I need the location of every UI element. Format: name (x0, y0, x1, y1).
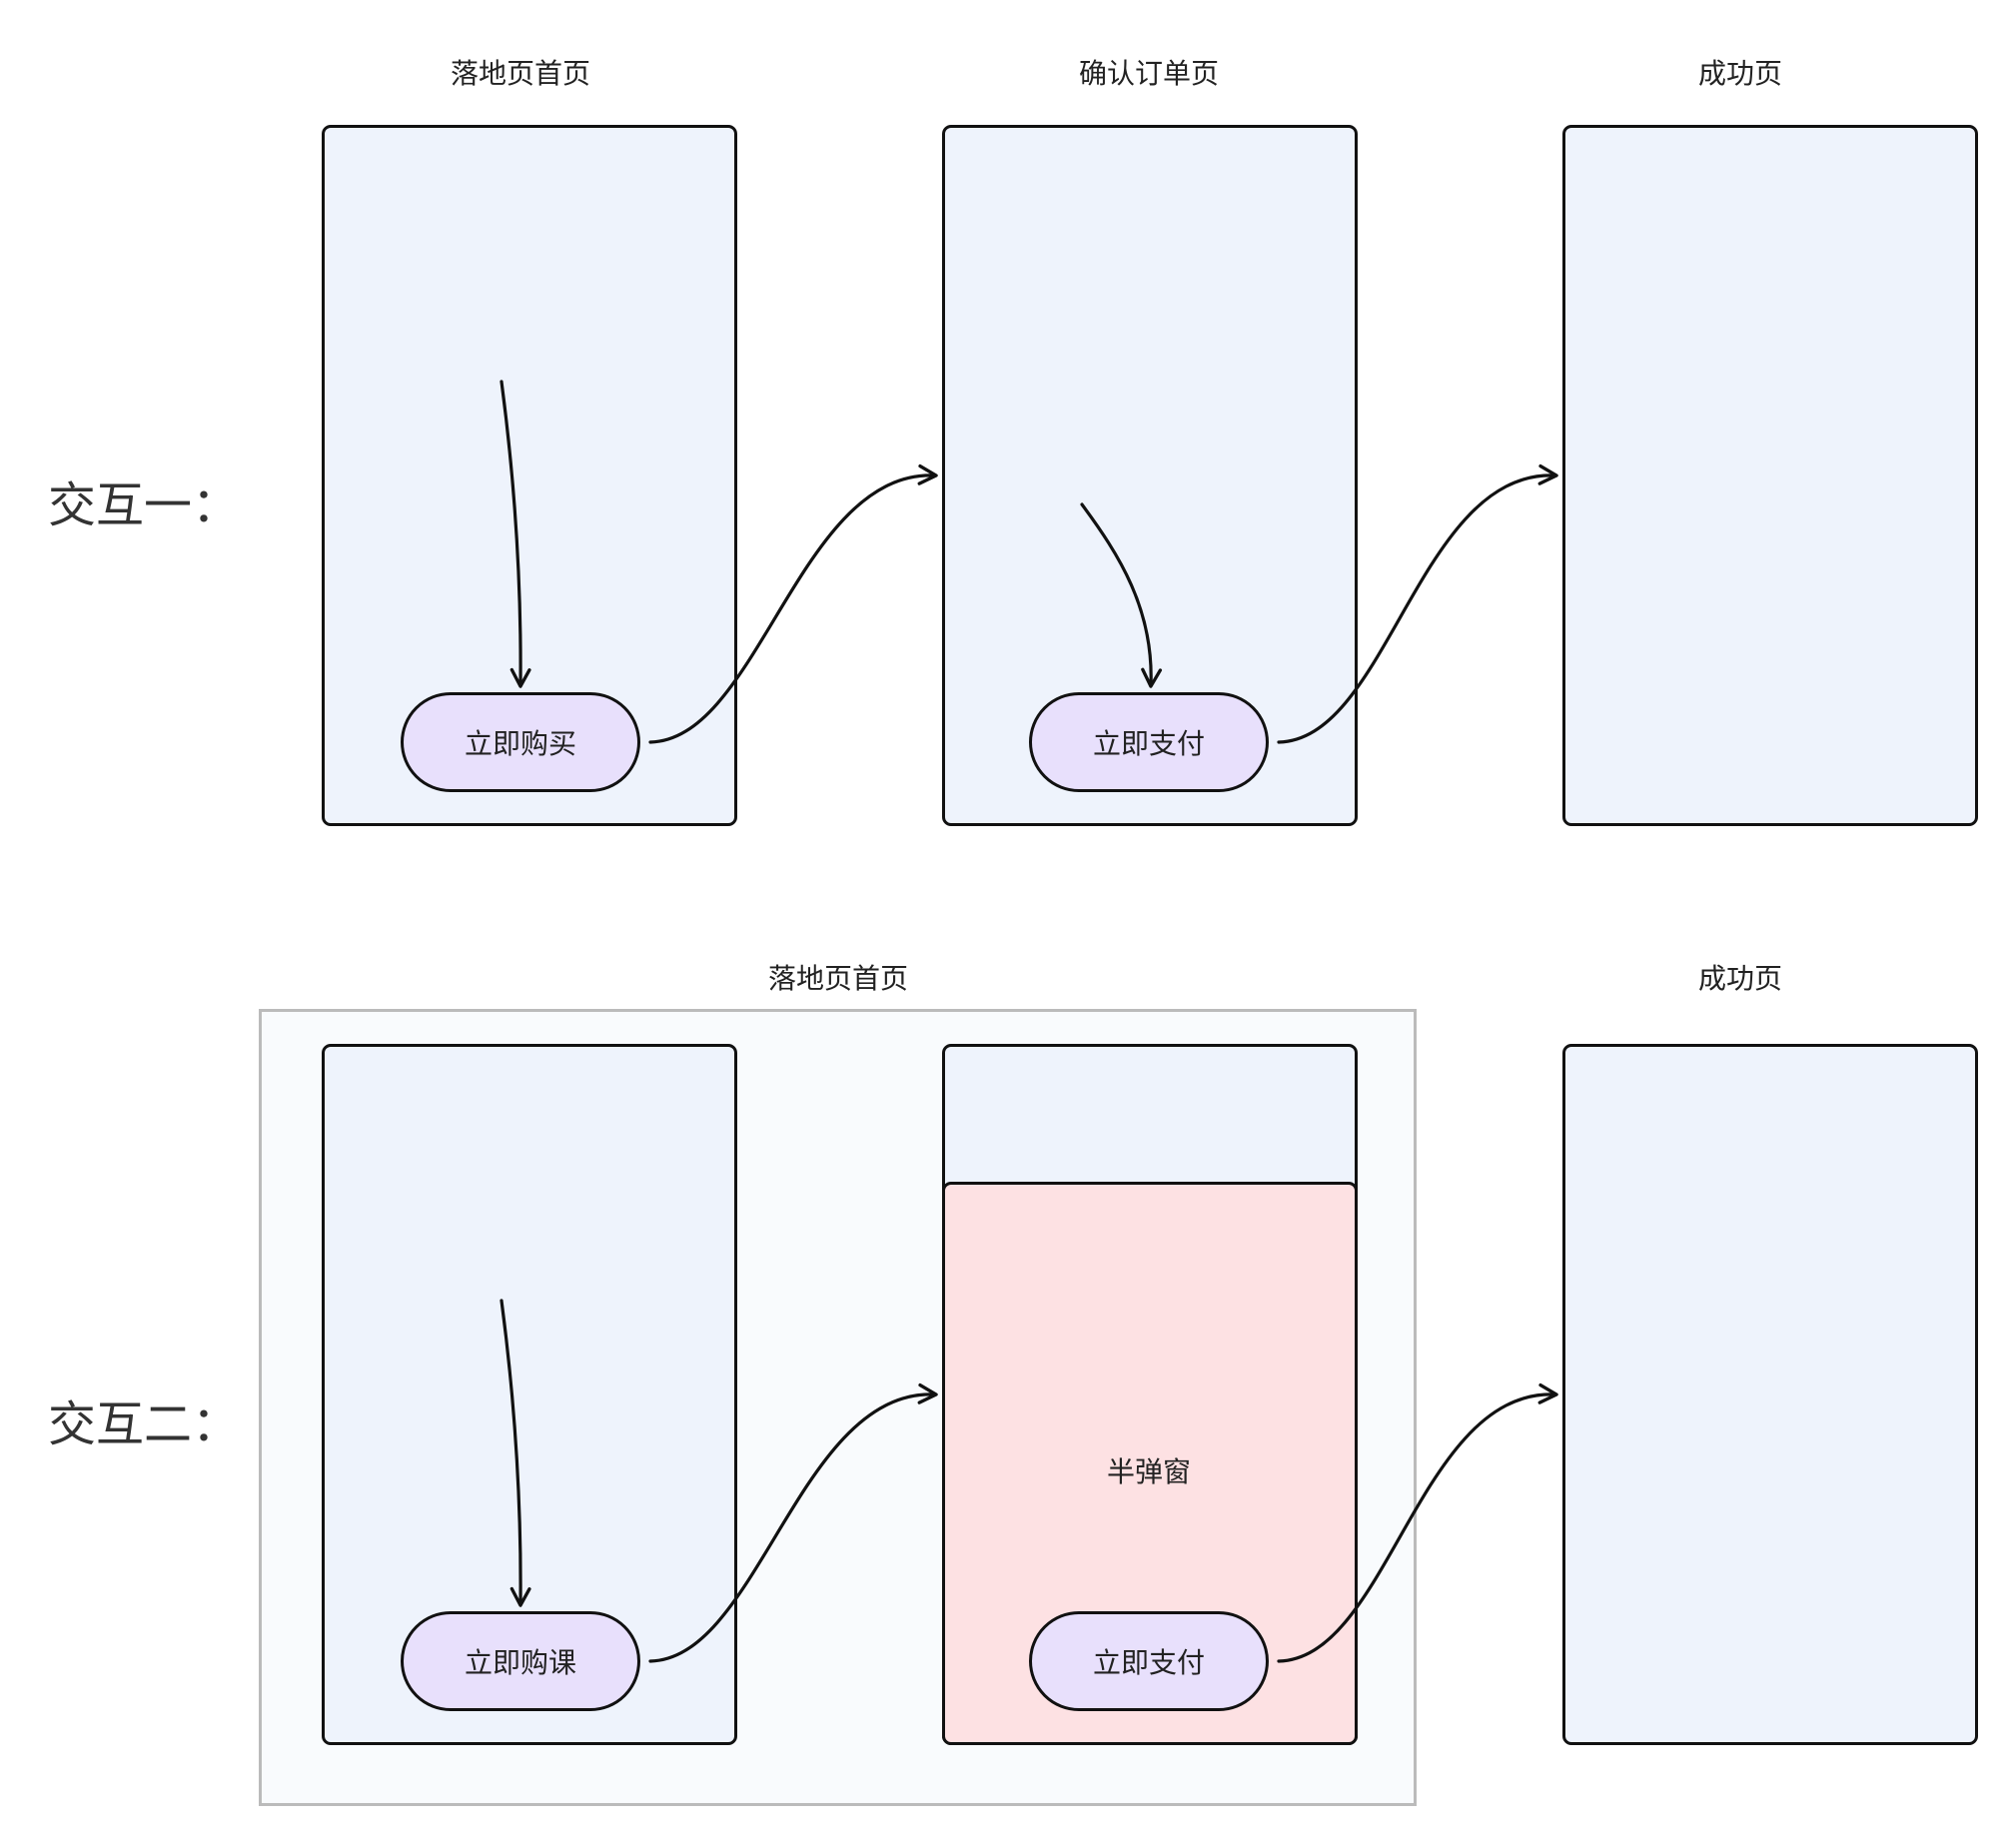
pay-now-button-2[interactable]: 立即支付 (1029, 1611, 1269, 1711)
row-label-interaction-2: 交互二： (48, 1396, 241, 1452)
group-title-landing-page: 落地页首页 (767, 962, 908, 995)
screen-title-success-2: 成功页 (1697, 962, 1782, 995)
screen-success (1562, 125, 1978, 826)
screen-success-2 (1562, 1044, 1978, 1745)
row-label-interaction-1: 交互一： (48, 477, 241, 533)
half-sheet-label: 半弹窗 (1106, 1455, 1191, 1488)
buy-course-button[interactable]: 立即购课 (401, 1611, 640, 1711)
screen-title-confirm-order: 确认订单页 (1078, 57, 1219, 90)
pay-now-button[interactable]: 立即支付 (1029, 692, 1269, 792)
screen-title-success: 成功页 (1697, 57, 1782, 90)
screen-title-landing-page: 落地页首页 (450, 57, 590, 90)
buy-now-button[interactable]: 立即购买 (401, 692, 640, 792)
